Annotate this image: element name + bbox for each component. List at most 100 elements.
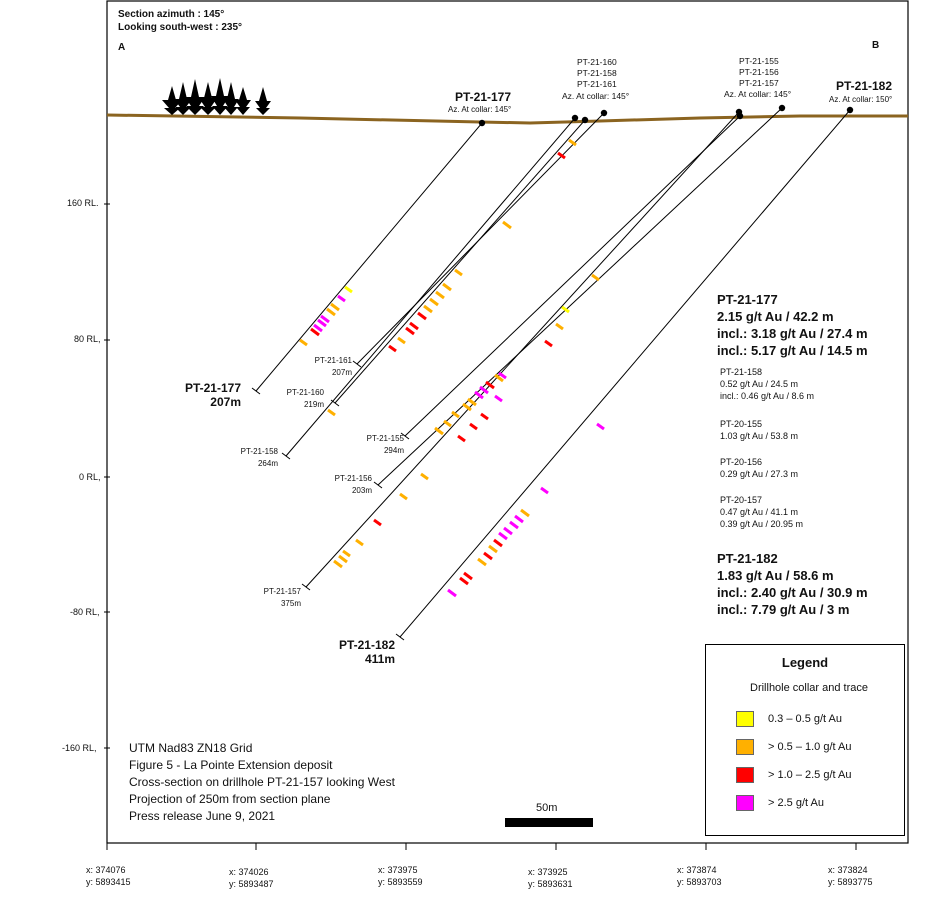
caption-line: Figure 5 - La Pointe Extension deposit — [129, 758, 333, 772]
caption-line: Projection of 250m from section plane — [129, 792, 331, 806]
coord-x: x: 373975 — [378, 865, 418, 875]
result-line: incl.: 2.40 g/t Au / 30.9 m — [717, 585, 868, 600]
collar-label-line: PT-21-161 — [577, 79, 617, 89]
drillhole-traces — [255, 107, 851, 638]
legend-item-label: 0.3 – 0.5 g/t Au — [768, 713, 843, 725]
result-line: PT-20-156 — [720, 457, 763, 467]
end-label-name: PT-21-156 — [334, 474, 372, 483]
coord-x: x: 373824 — [828, 865, 868, 875]
legend-title: Legend — [781, 655, 829, 670]
end-label-pt-21-156: PT-21-156 203m — [320, 473, 372, 497]
legend-item: > 2.5 g/t Au — [736, 795, 824, 811]
caption-line: Cross-section on drillhole PT-21-157 loo… — [129, 775, 395, 789]
trace-pt-21-158 — [285, 117, 576, 457]
legend-swatch — [736, 795, 754, 811]
end-label-name: PT-21-182 — [338, 638, 395, 652]
end-label-pt-21-155: PT-21-155 294m — [352, 433, 404, 457]
result-line: 0.47 g/t Au / 41.1 m — [720, 507, 799, 517]
collar-az-group-155: Az. At collar: 145° — [724, 89, 792, 99]
figure-caption: UTM Nad83 ZN18 Grid Figure 5 - La Pointe… — [129, 740, 395, 825]
result-line: PT-21-182 — [717, 551, 778, 566]
end-label-pt-21-158: PT-21-158 264m — [226, 446, 278, 470]
collar-label-group-160: PT-21-160 PT-21-158 PT-21-161 — [577, 57, 617, 90]
coord-label: x: 373824 y: 5893775 — [828, 864, 873, 888]
legend-box: Legend Drillhole collar and trace 0.3 – … — [705, 644, 905, 836]
coord-label: x: 373925 y: 5893631 — [528, 866, 573, 890]
legend-collar-label: Drillhole collar and trace — [750, 682, 868, 694]
coord-x: x: 374076 — [86, 865, 126, 875]
collar-az-group-160: Az. At collar: 145° — [562, 91, 630, 101]
trace-end-ticks — [251, 360, 410, 641]
result-line: 0.52 g/t Au / 24.5 m — [720, 379, 799, 389]
results-pt-21-158: PT-21-158 0.52 g/t Au / 24.5 m incl.: 0.… — [720, 366, 814, 402]
result-line: 0.39 g/t Au / 20.95 m — [720, 519, 804, 529]
result-line: 2.15 g/t Au / 42.2 m — [717, 309, 834, 324]
end-label-depth: 294m — [383, 446, 404, 455]
end-label-pt-21-177: PT-21-177 207m — [181, 381, 241, 409]
coord-y: y: 5893415 — [86, 877, 131, 887]
coord-x: x: 374026 — [229, 867, 269, 877]
result-line: incl.: 0.46 g/t Au / 8.6 m — [720, 391, 815, 401]
looking-direction: Looking south-west : 235° — [118, 22, 243, 33]
end-label-pt-21-160: PT-21-160 219m — [272, 387, 324, 411]
section-end-a: A — [118, 42, 126, 53]
coord-x: x: 373925 — [528, 867, 568, 877]
end-label-name: PT-21-161 — [314, 356, 352, 365]
coord-label: x: 373874 y: 5893703 — [677, 864, 722, 888]
coord-label: x: 374026 y: 5893487 — [229, 866, 274, 890]
tree-icons — [162, 78, 271, 115]
result-line: incl.: 3.18 g/t Au / 27.4 m — [717, 326, 868, 341]
result-line: PT-21-158 — [720, 367, 763, 377]
end-label-pt-21-157: PT-21-157 375m — [249, 586, 301, 610]
end-label-depth: 219m — [303, 400, 324, 409]
end-label-depth: 207m — [210, 395, 241, 409]
coord-y: y: 5893559 — [378, 877, 423, 887]
elevation-label: -80 RL, — [70, 607, 100, 617]
section-end-b: B — [872, 40, 880, 51]
result-line: incl.: 5.17 g/t Au / 14.5 m — [717, 343, 868, 358]
collar-label-group-155: PT-21-155 PT-21-156 PT-21-157 — [739, 56, 779, 89]
collar-label-line: PT-21-156 — [739, 67, 779, 77]
easting-ticks — [106, 843, 857, 850]
map-frame — [106, 0, 909, 844]
result-line: 1.03 g/t Au / 53.8 m — [720, 431, 799, 441]
legend-swatch — [736, 739, 754, 755]
collar-label-line: PT-21-160 — [577, 57, 617, 67]
caption-line: Press release June 9, 2021 — [129, 809, 276, 823]
legend-item: > 1.0 – 2.5 g/t Au — [736, 767, 851, 783]
end-label-name: PT-21-160 — [286, 388, 324, 397]
results-pt-21-177: PT-21-177 2.15 g/t Au / 42.2 m incl.: 3.… — [717, 291, 868, 359]
legend-swatch — [736, 711, 754, 727]
result-line: 0.29 g/t Au / 27.3 m — [720, 469, 799, 479]
result-line: PT-21-177 — [717, 292, 778, 307]
trace-pt-21-155 — [404, 115, 741, 437]
collar-az-pt-21-182: Az. At collar: 150° — [829, 95, 893, 104]
results-pt-20-156: PT-20-156 0.29 g/t Au / 27.3 m — [720, 456, 798, 480]
collar-label-line: PT-21-157 — [739, 78, 779, 88]
section-azimuth: Section azimuth : 145° — [118, 9, 225, 20]
elevation-label: 0 RL, — [79, 472, 101, 482]
collar-label-line: PT-21-158 — [577, 68, 617, 78]
end-label-pt-21-161: PT-21-161 207m — [300, 355, 352, 379]
elevation-label: 160 RL. — [67, 198, 99, 208]
coord-y: y: 5893631 — [528, 879, 573, 889]
end-label-depth: 375m — [280, 599, 301, 608]
end-label-depth: 264m — [257, 459, 278, 468]
trace-pt-21-177 — [255, 122, 483, 392]
end-label-pt-21-182: PT-21-182 411m — [335, 638, 395, 666]
coord-label: x: 373975 y: 5893559 — [378, 864, 423, 888]
results-pt-20-155: PT-20-155 1.03 g/t Au / 53.8 m — [720, 418, 798, 442]
assay-intercepts — [299, 138, 605, 598]
caption-line: UTM Nad83 ZN18 Grid — [129, 741, 253, 755]
legend-item-label: > 1.0 – 2.5 g/t Au — [768, 769, 852, 781]
scale-bar — [505, 818, 593, 827]
results-pt-20-157: PT-20-157 0.47 g/t Au / 41.1 m 0.39 g/t … — [720, 494, 803, 530]
end-label-depth: 203m — [351, 486, 372, 495]
coord-x: x: 373874 — [677, 865, 717, 875]
collar-label-line: PT-21-155 — [739, 56, 779, 66]
elevation-label: -160 RL, — [62, 743, 97, 753]
ground-surface-line — [106, 113, 908, 125]
result-line: 1.83 g/t Au / 58.6 m — [717, 568, 834, 583]
elevation-ticks — [104, 203, 110, 749]
scale-label: 50m — [536, 802, 558, 814]
